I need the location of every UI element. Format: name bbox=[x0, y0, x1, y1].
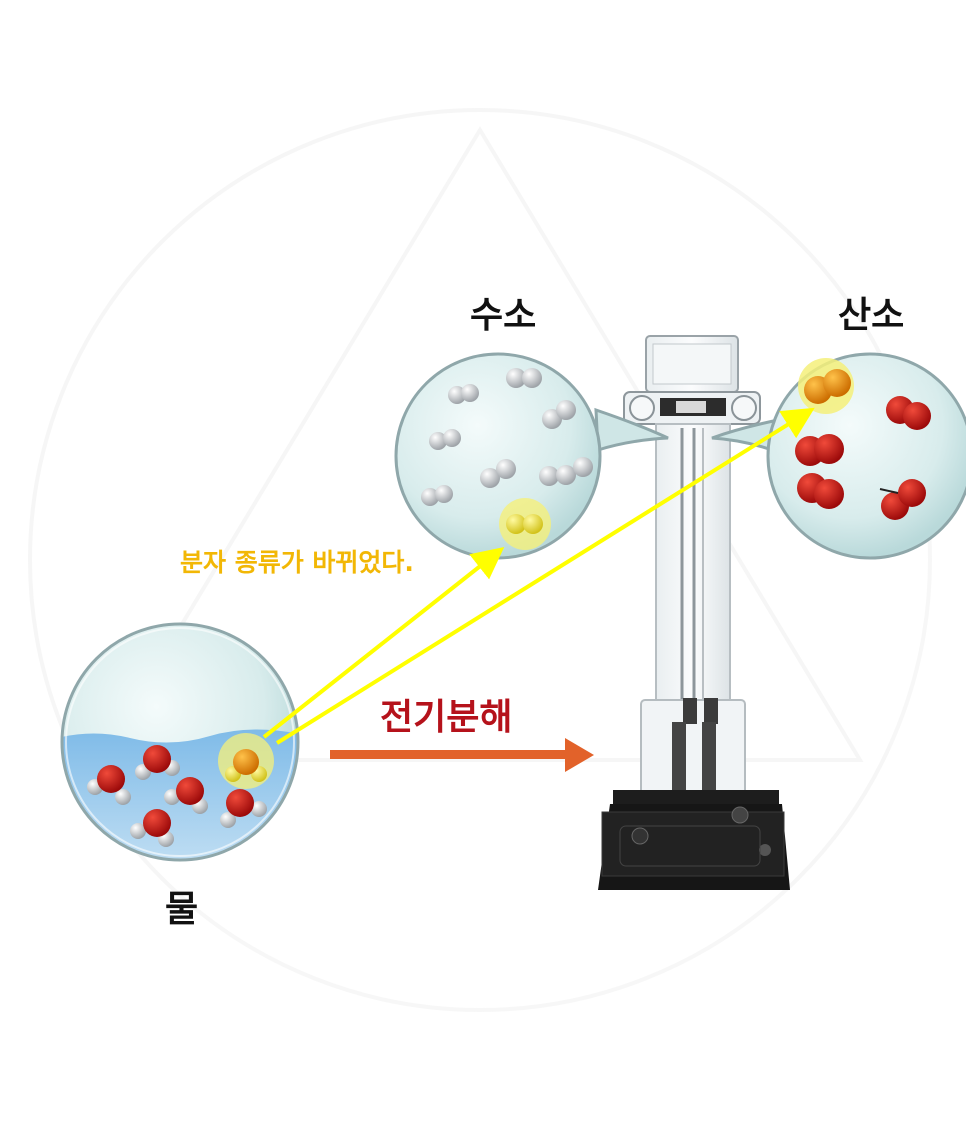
electrolysis-arrow bbox=[330, 738, 594, 772]
hydrogen-molecule bbox=[429, 429, 461, 450]
arrow-to-hydrogen bbox=[262, 547, 505, 739]
hydrogen-molecule bbox=[539, 457, 593, 486]
oxygen-molecule bbox=[795, 434, 844, 466]
hydrogen-bubble bbox=[394, 352, 669, 560]
hydrogen-molecule bbox=[542, 400, 576, 429]
water-molecule bbox=[164, 777, 208, 814]
highlighted-water-molecule bbox=[225, 749, 267, 782]
oxygen-label: 산소 bbox=[838, 295, 905, 336]
electrolysis-label: 전기분해 bbox=[380, 697, 513, 738]
hydrogen-molecule bbox=[448, 384, 479, 404]
water-label: 물 bbox=[165, 889, 199, 930]
water-molecule bbox=[87, 765, 131, 805]
hydrogen-molecule bbox=[421, 485, 453, 506]
water-bubble bbox=[60, 622, 300, 862]
arrow-to-oxygen bbox=[275, 407, 815, 745]
hydrogen-molecule bbox=[480, 459, 516, 488]
oxygen-molecule bbox=[886, 396, 931, 430]
oxygen-bubble bbox=[711, 352, 966, 560]
water-molecule bbox=[220, 789, 267, 828]
electrolysis-apparatus bbox=[598, 335, 790, 890]
water-molecule bbox=[130, 809, 174, 847]
molecule-change-note: 분자 종류가 바뀌었다. bbox=[180, 548, 414, 577]
hydrogen-label: 수소 bbox=[470, 295, 537, 336]
highlighted-hydrogen-molecule bbox=[506, 514, 543, 534]
hydrogen-molecule bbox=[506, 368, 542, 388]
watermark bbox=[28, 108, 932, 1012]
highlighted-oxygen-molecule bbox=[804, 369, 851, 404]
water-molecule bbox=[135, 745, 180, 780]
oxygen-molecule bbox=[879, 479, 926, 520]
oxygen-molecule bbox=[797, 473, 844, 509]
